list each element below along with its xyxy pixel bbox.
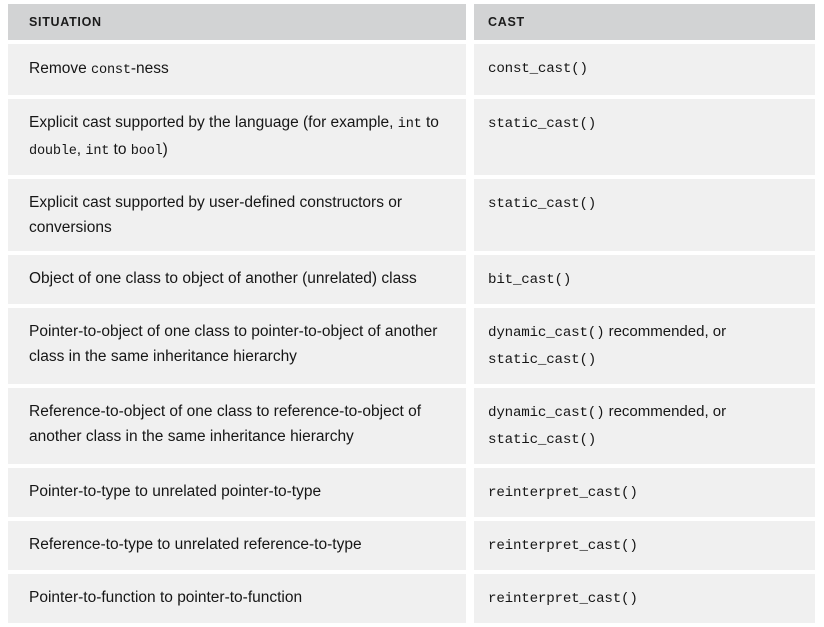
cast-text-segment: reinterpret_cast() <box>488 538 638 554</box>
cell-cast: dynamic_cast() recommended, or static_ca… <box>474 388 815 464</box>
situation-text-segment: Reference-to-object of one class to refe… <box>29 403 422 445</box>
situation-text: Explicit cast supported by user-defined … <box>29 194 402 236</box>
table-row: Reference-to-type to unrelated reference… <box>8 521 815 570</box>
table-row: Pointer-to-type to unrelated pointer-to-… <box>8 468 815 517</box>
cast-text-segment: reinterpret_cast() <box>488 485 638 501</box>
cell-situation: Explicit cast supported by user-defined … <box>8 179 466 251</box>
cast-text-segment: reinterpret_cast() <box>488 591 638 607</box>
column-header-cast-label: CAST <box>488 15 525 29</box>
table-row: Explicit cast supported by user-defined … <box>8 179 815 251</box>
cell-cast: bit_cast() <box>474 255 815 304</box>
situation-text-segment: double <box>29 144 77 159</box>
situation-text: Object of one class to object of another… <box>29 270 417 287</box>
situation-text: Remove const-ness <box>29 60 169 78</box>
cast-text-segment: static_cast() <box>488 352 597 368</box>
cell-cast: dynamic_cast() recommended, or static_ca… <box>474 308 815 384</box>
table-row: Remove const-ness const_cast() <box>8 44 815 95</box>
cell-situation: Reference-to-type to unrelated reference… <box>8 521 466 570</box>
cell-cast: reinterpret_cast() <box>474 468 815 517</box>
cast-text-segment: recommended, or <box>604 323 727 340</box>
situation-text-segment: , <box>76 141 86 158</box>
table-body: Remove const-ness const_cast() Explicit ca… <box>8 44 815 623</box>
cast-text-segment: const_cast() <box>488 61 588 77</box>
table-row: Object of one class to object of another… <box>8 255 815 304</box>
cast-text: reinterpret_cast() <box>488 589 638 607</box>
situation-text-segment: int <box>85 144 110 159</box>
cell-situation: Pointer-to-function to pointer-to-functi… <box>8 574 466 623</box>
cast-text-segment: dynamic_cast() <box>488 405 605 421</box>
cast-text: dynamic_cast() recommended, or static_ca… <box>488 323 727 368</box>
cell-cast: static_cast() <box>474 179 815 251</box>
table-header-row: SITUATION CAST <box>8 4 815 40</box>
cast-text-segment: recommended, or <box>604 403 727 420</box>
situation-text-segment: -ness <box>130 60 169 77</box>
cast-text: static_cast() <box>488 114 597 132</box>
cast-text: const_cast() <box>488 59 588 77</box>
cast-text: static_cast() <box>488 194 597 212</box>
cast-text: reinterpret_cast() <box>488 536 638 554</box>
situation-text: Pointer-to-type to unrelated pointer-to-… <box>29 483 321 500</box>
cell-cast: static_cast() <box>474 99 815 175</box>
cast-text-segment: static_cast() <box>488 196 597 212</box>
column-header-situation: SITUATION <box>8 4 466 40</box>
cell-situation: Reference-to-object of one class to refe… <box>8 388 466 464</box>
cell-cast: reinterpret_cast() <box>474 521 815 570</box>
table-row: Pointer-to-function to pointer-to-functi… <box>8 574 815 623</box>
cell-cast: const_cast() <box>474 44 815 95</box>
cell-situation: Pointer-to-type to unrelated pointer-to-… <box>8 468 466 517</box>
situation-text-segment: const <box>91 63 131 78</box>
table-row: Reference-to-object of one class to refe… <box>8 388 815 464</box>
situation-text: Pointer-to-function to pointer-to-functi… <box>29 589 302 606</box>
situation-text-segment: ) <box>162 141 168 158</box>
situation-text-segment: to <box>421 114 439 131</box>
cell-situation: Remove const-ness <box>8 44 466 95</box>
cast-text: dynamic_cast() recommended, or static_ca… <box>488 403 727 448</box>
situation-text: Reference-to-type to unrelated reference… <box>29 536 362 553</box>
column-header-cast: CAST <box>474 4 815 40</box>
situation-text-segment: Pointer-to-function to pointer-to-functi… <box>29 589 303 606</box>
cell-cast: reinterpret_cast() <box>474 574 815 623</box>
situation-text-segment: bool <box>130 144 163 159</box>
cell-situation: Pointer-to-object of one class to pointe… <box>8 308 466 384</box>
cast-reference-table: SITUATION CAST Remove const-ness const_ca… <box>8 4 815 627</box>
situation-text-segment: Reference-to-type to unrelated reference… <box>29 536 362 553</box>
cell-situation: Object of one class to object of another… <box>8 255 466 304</box>
cast-text: reinterpret_cast() <box>488 483 638 501</box>
cast-text: bit_cast() <box>488 270 572 288</box>
situation-text-segment: to <box>109 141 131 158</box>
situation-text: Reference-to-object of one class to refe… <box>29 403 421 445</box>
table-row: Explicit cast supported by the language … <box>8 99 815 175</box>
cast-text-segment: static_cast() <box>488 432 597 448</box>
cell-situation: Explicit cast supported by the language … <box>8 99 466 175</box>
situation-text: Pointer-to-object of one class to pointe… <box>29 323 437 365</box>
situation-text-segment: int <box>397 117 422 132</box>
table-row: Pointer-to-object of one class to pointe… <box>8 308 815 384</box>
column-header-situation-label: SITUATION <box>29 15 102 29</box>
cast-text-segment: static_cast() <box>488 116 597 132</box>
situation-text-segment: Explicit cast supported by the language … <box>29 114 398 131</box>
cast-text-segment: bit_cast() <box>488 272 572 288</box>
situation-text-segment: Pointer-to-type to unrelated pointer-to-… <box>29 483 322 500</box>
situation-text-segment: Object of one class to object of another… <box>29 270 417 287</box>
situation-text-segment: Pointer-to-object of one class to pointe… <box>29 323 438 365</box>
situation-text-segment: Explicit cast supported by user-defined … <box>29 194 403 236</box>
situation-text: Explicit cast supported by the language … <box>29 114 439 159</box>
situation-text-segment: Remove <box>29 60 92 77</box>
cast-text-segment: dynamic_cast() <box>488 325 605 341</box>
